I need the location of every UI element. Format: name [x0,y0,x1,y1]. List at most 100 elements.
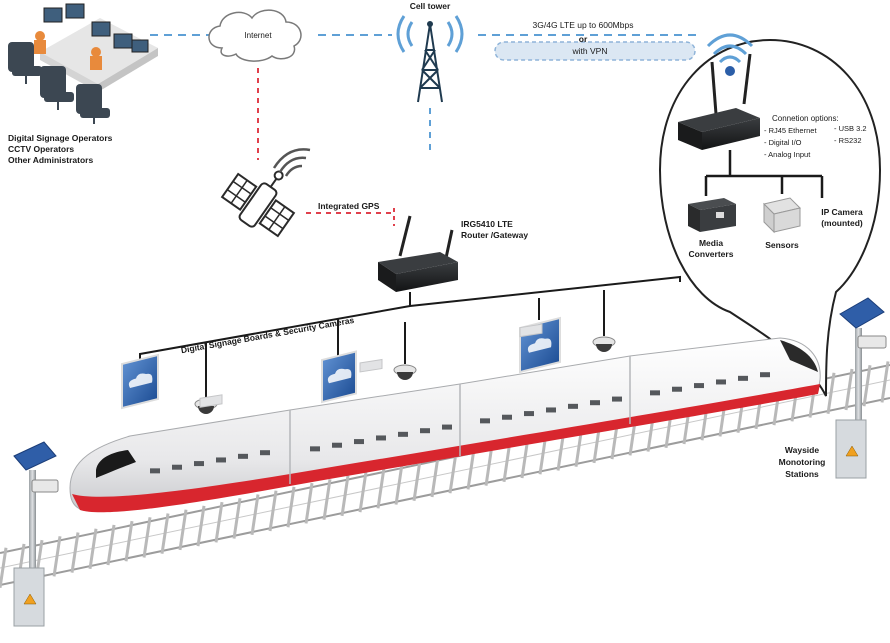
track-sleeper [250,494,260,536]
ip-camera-line-2: (mounted) [821,218,863,228]
connection-options-title: Connetion options: [772,114,839,123]
track-sleeper [862,365,872,407]
signage-board [121,353,159,410]
sensors-label: Sensors [765,240,799,250]
track-sleeper [340,475,350,517]
track-sleeper [178,509,188,551]
train-window [650,390,660,396]
train-window [502,414,512,420]
train-window [194,461,204,467]
train-window [760,372,770,378]
option-rs232: - RS232 [834,136,862,145]
train-window [480,418,490,424]
operators-workstation [8,3,158,124]
track-sleeper [0,547,8,588]
track-sleeper [430,456,440,498]
media-converter-icon [688,198,736,232]
train-window [442,424,452,430]
train-window [716,379,726,385]
wifi-icon [706,33,754,76]
train-window [420,428,430,434]
router-role-label: Router /Gateway [461,230,528,240]
track-sleeper [52,536,62,577]
signage-board [321,350,357,404]
track-sleeper [466,448,476,490]
train-window [590,400,600,406]
wayside-line-1: Wayside [785,445,819,455]
train-window [150,468,160,474]
media-converters-line-1: Media [699,238,723,248]
track-sleeper [214,501,224,543]
router-model-label: IRG5410 LTE [461,219,513,229]
track-sleeper [286,486,296,528]
lte-speed-label: 3G/4G LTE up to 600Mbps [533,20,634,30]
train-window [672,386,682,392]
dome-camera-icon [393,364,417,380]
operators-line-2: CCTV Operators [8,144,74,154]
internet-cloud-icon [208,9,302,62]
track-sleeper [448,452,458,494]
track-sleeper [376,467,386,509]
bubble-router-icon [678,53,760,150]
train-window [612,396,622,402]
track-sleeper [124,520,134,562]
track-sleeper [196,505,206,547]
wayside-station-left [13,441,59,627]
option-rj45: - RJ45 Ethernet [764,126,817,135]
train-window [694,383,704,389]
train-window [738,375,748,381]
track-sleeper [844,368,854,411]
option-usb: - USB 3.2 [834,124,867,133]
lte-or-label: or [579,34,588,44]
wayside-line-3: Stations [785,469,819,479]
train-window [398,431,408,437]
track-sleeper [484,444,494,486]
train-window [216,457,226,463]
track-sleeper [268,490,278,532]
track-sleeper [304,482,314,524]
device-links [704,150,824,198]
track-sleeper [412,460,422,501]
wayside-station-right [835,297,887,479]
gps-label: Integrated GPS [318,201,380,211]
satellite-icon [220,170,296,238]
train [69,323,821,513]
router-icon [378,215,458,292]
track-sleeper [70,532,80,573]
option-digital-io: - Digital I/O [764,138,802,147]
gps-signal-icon [272,148,311,177]
train-window [172,464,182,470]
internet-label: Internet [244,31,272,40]
ip-camera-line-1: IP Camera [821,207,863,217]
rail-track [0,361,890,588]
signage-label: Digital Signage Boards & Security Camera… [180,315,355,355]
train-window [354,439,364,445]
network-links [150,34,696,226]
track-sleeper [880,361,890,403]
track-sleeper [232,498,242,539]
vpn-label: with VPN [572,46,608,56]
track-sleeper [358,471,368,513]
track-sleeper [394,463,404,505]
track-sleeper [160,513,170,554]
track-sleeper [322,479,332,520]
operators-line-1: Digital Signage Operators [8,133,113,143]
train-window [524,411,534,417]
cell-tower-icon [396,15,464,103]
train-window [568,403,578,409]
cell-tower-label: Cell tower [410,1,451,11]
train-window [260,450,270,456]
track-sleeper [88,528,98,570]
track-sleeper [502,441,512,483]
dome-camera-icon [592,336,616,352]
wayside-line-2: Monotoring [779,457,826,467]
sensor-icon [763,197,801,234]
signage-bus [139,275,681,398]
train-window [238,453,248,459]
media-converters-line-2: Converters [689,249,734,259]
train-window [310,446,320,452]
train-window [376,435,386,441]
option-analog-input: - Analog Input [764,150,811,159]
train-window [546,407,556,413]
